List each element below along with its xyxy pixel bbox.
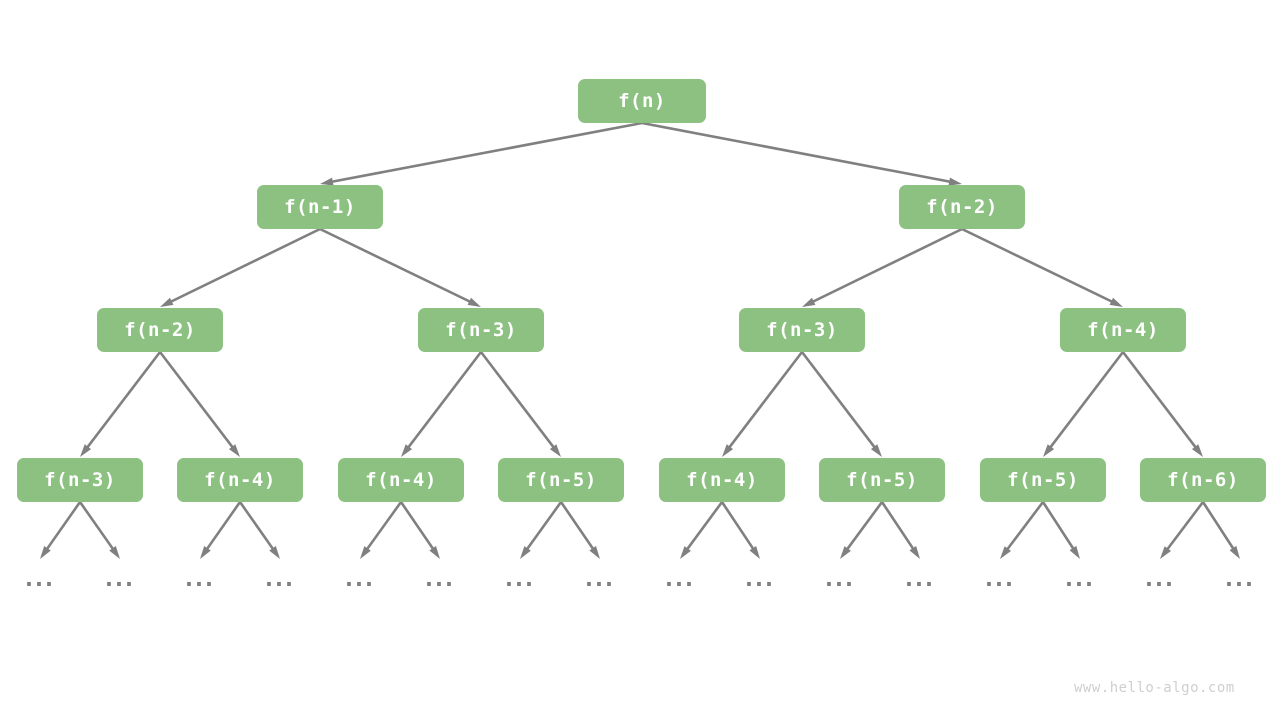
- ellipsis-marker: ···: [745, 572, 775, 597]
- ellipsis-marker: ···: [1225, 572, 1255, 597]
- tree-node: f(n-5): [980, 458, 1106, 502]
- tree-edge: [800, 351, 882, 457]
- watermark: www.hello-algo.com: [1074, 680, 1235, 696]
- tree-node: f(n-4): [177, 458, 303, 502]
- ellipsis-marker: ···: [985, 572, 1015, 597]
- leaf-edge: [680, 501, 724, 559]
- ellipsis-marker: ···: [665, 572, 695, 597]
- tree-edge: [319, 227, 481, 307]
- tree-edge: [479, 351, 561, 457]
- tree-edge: [1043, 351, 1125, 457]
- leaf-edge: [1201, 501, 1240, 559]
- tree-node: f(n-4): [338, 458, 464, 502]
- tree-edge: [641, 121, 962, 186]
- tree-node: f(n-1): [257, 185, 383, 229]
- leaf-edge: [840, 501, 884, 559]
- leaf-edge: [78, 501, 120, 559]
- tree-node: f(n-2): [899, 185, 1025, 229]
- leaf-edge: [200, 501, 242, 559]
- tree-node: f(n-2): [97, 308, 223, 352]
- ellipsis-marker: ···: [185, 572, 215, 597]
- tree-edge: [722, 351, 804, 457]
- ellipsis-marker: ···: [105, 572, 135, 597]
- tree-edge: [158, 351, 240, 457]
- tree-node: f(n-4): [659, 458, 785, 502]
- tree-edge: [1121, 351, 1203, 457]
- tree-edge: [160, 227, 321, 307]
- tree-edge: [320, 121, 643, 186]
- ellipsis-marker: ···: [345, 572, 375, 597]
- ellipsis-marker: ···: [425, 572, 455, 597]
- tree-edge: [80, 351, 162, 457]
- tree-node: f(n-3): [418, 308, 544, 352]
- leaf-edge: [1041, 501, 1080, 559]
- ellipsis-marker: ···: [1145, 572, 1175, 597]
- tree-edge: [961, 227, 1123, 307]
- tree-node: f(n-5): [819, 458, 945, 502]
- tree-node: f(n): [578, 79, 706, 123]
- tree-node: f(n-4): [1060, 308, 1186, 352]
- ellipsis-marker: ···: [1065, 572, 1095, 597]
- ellipsis-marker: ···: [265, 572, 295, 597]
- ellipsis-marker: ···: [505, 572, 535, 597]
- tree-node: f(n-6): [1140, 458, 1266, 502]
- leaf-edge: [880, 501, 920, 559]
- leaf-edge: [399, 501, 440, 559]
- leaf-edge: [559, 501, 600, 559]
- leaf-edge: [520, 501, 563, 559]
- tree-node: f(n-3): [739, 308, 865, 352]
- ellipsis-marker: ···: [825, 572, 855, 597]
- tree-edge: [802, 227, 963, 307]
- leaf-edge: [1000, 501, 1045, 559]
- leaf-edge: [238, 501, 280, 559]
- ellipsis-marker: ···: [585, 572, 615, 597]
- tree-node: f(n-3): [17, 458, 143, 502]
- leaf-edge: [40, 501, 82, 559]
- ellipsis-marker: ···: [25, 572, 55, 597]
- leaf-edge: [1160, 501, 1205, 559]
- leaf-edge: [720, 501, 760, 559]
- tree-edge: [401, 351, 483, 457]
- tree-node: f(n-5): [498, 458, 624, 502]
- leaf-edge: [360, 501, 403, 559]
- ellipsis-marker: ···: [905, 572, 935, 597]
